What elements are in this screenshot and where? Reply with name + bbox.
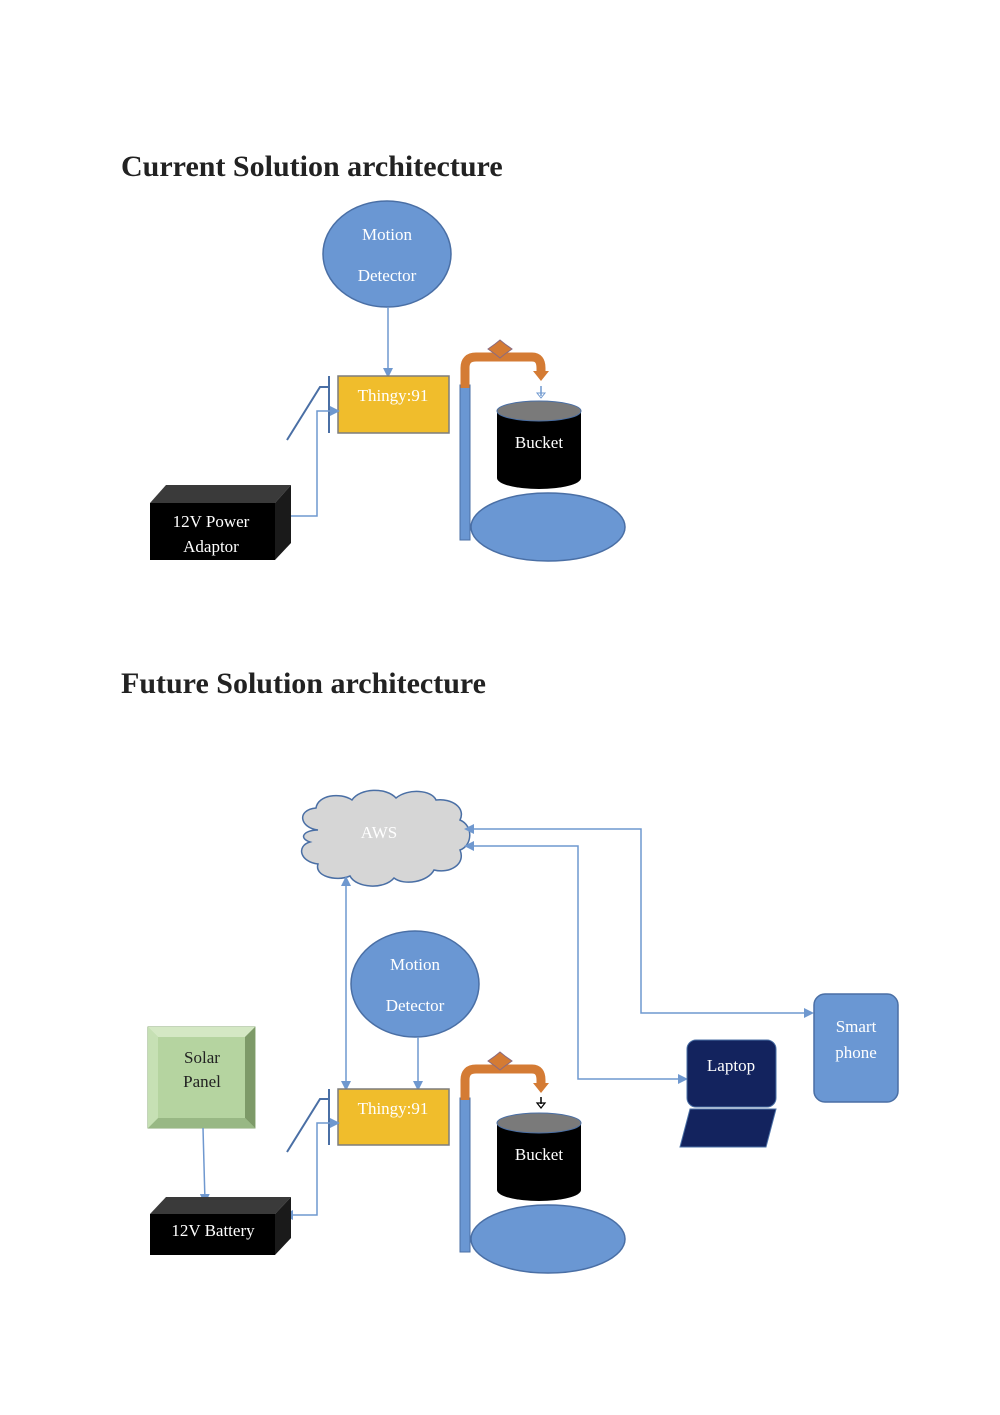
switch-icon-future (286, 1089, 330, 1153)
future-diagram: AWS Motion Detector Thingy:91 (147, 789, 899, 1274)
thingy-label: Thingy:91 (358, 386, 429, 405)
motion-detector-label-1: Motion (362, 225, 413, 244)
current-architecture-heading: Current Solution architecture (121, 150, 503, 183)
switch-icon (286, 376, 330, 441)
bucket-future-label: Bucket (515, 1145, 563, 1164)
aws-label: AWS (361, 823, 397, 842)
battery-label: 12V Battery (171, 1221, 255, 1240)
power-adaptor-label-2: Adaptor (183, 537, 239, 556)
smartphone-label-1: Smart (836, 1017, 877, 1036)
thingy-node-future: Thingy:91 (337, 1088, 450, 1146)
connector-battery-thingy (283, 1118, 340, 1220)
basin-shape (470, 492, 626, 562)
basin-shape-future (470, 1204, 626, 1274)
motion-detector-node: Motion Detector (322, 200, 452, 308)
solar-panel-label-2: Panel (183, 1072, 221, 1091)
current-diagram: Motion Detector Thingy:91 12V Power Adap… (150, 200, 626, 562)
aws-cloud-node: AWS (300, 789, 471, 887)
pipe-icon (459, 339, 549, 541)
connector-solar-to-battery (199, 1127, 210, 1204)
motion-detector-node-future: Motion Detector (350, 930, 480, 1038)
power-adaptor-label-1: 12V Power (173, 512, 250, 531)
battery-node: 12V Battery (150, 1197, 291, 1255)
power-adaptor-node: 12V Power Adaptor (150, 485, 291, 560)
laptop-node: Laptop (679, 1039, 777, 1148)
bucket-label: Bucket (515, 433, 563, 452)
bucket-node-future: Bucket (496, 1112, 582, 1201)
thingy-node: Thingy:91 (337, 375, 450, 434)
future-architecture-heading: Future Solution architecture (121, 667, 486, 700)
thingy-future-label: Thingy:91 (358, 1099, 429, 1118)
connector-power-to-thingy (291, 406, 340, 517)
laptop-label: Laptop (707, 1056, 755, 1075)
connector-aws-smartphone (464, 824, 814, 1018)
motion-detector-future-label-2: Detector (386, 996, 445, 1015)
connector-aws-laptop (464, 841, 688, 1084)
motion-detector-future-label-1: Motion (390, 955, 441, 974)
smartphone-node: Smart phone (813, 993, 899, 1103)
bucket-node: Bucket (496, 400, 582, 489)
solar-panel-label-1: Solar (184, 1048, 220, 1067)
smartphone-label-2: phone (835, 1043, 877, 1062)
motion-detector-label-2: Detector (358, 266, 417, 285)
solar-panel-node: Solar Panel (147, 1026, 256, 1129)
pipe-icon-future (459, 1051, 549, 1253)
